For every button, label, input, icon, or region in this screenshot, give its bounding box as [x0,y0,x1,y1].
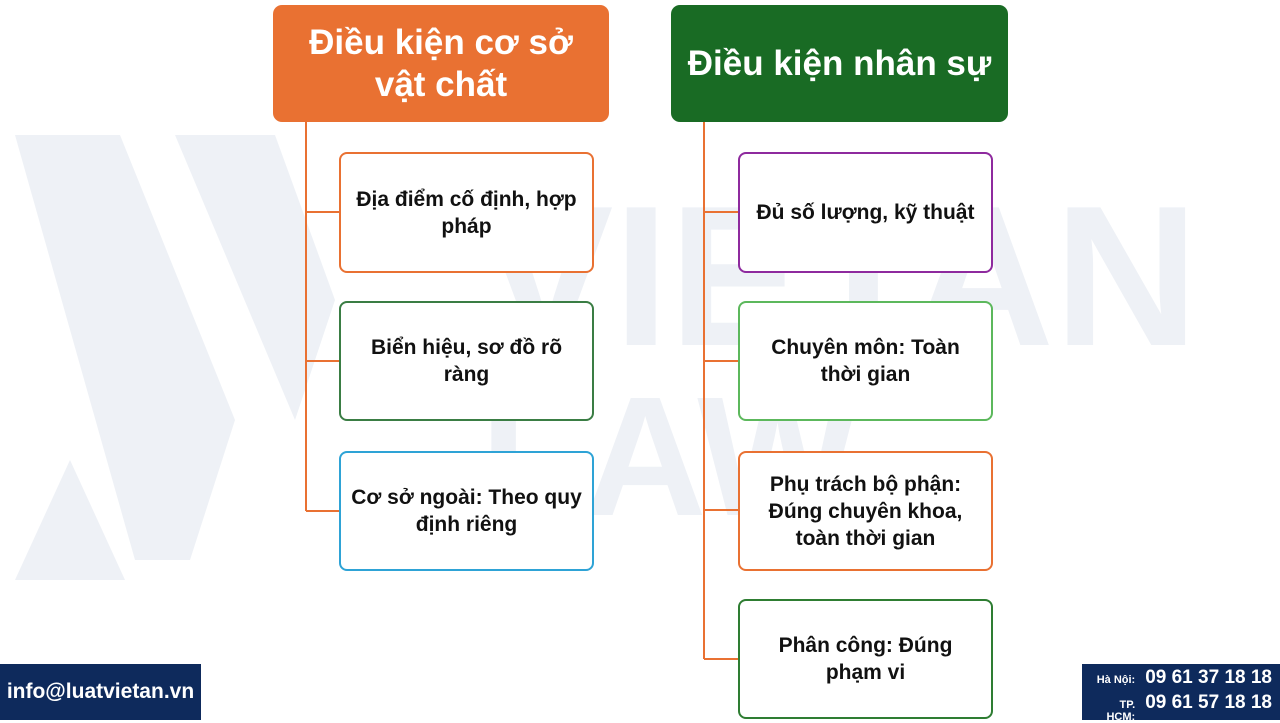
hotline-hcm-label: TP. HCM: [1106,699,1136,723]
node-professional-fulltime: Chuyên môn: Toàn thời gian [738,301,993,421]
node-assignment-scope: Phân công: Đúng phạm vi [738,599,993,719]
hotline-hanoi-number[interactable]: 09 61 37 18 18 [1145,667,1272,688]
hotline-hcm-number[interactable]: 09 61 57 18 18 [1145,692,1272,713]
footer-email-text[interactable]: info@luatvietan.vn [6,680,195,703]
header-facility-conditions: Điều kiện cơ sở vật chất [273,5,609,122]
node-signage-label: Biển hiệu, sơ đồ rõ ràng [370,336,563,386]
header-facility-conditions-label: Điều kiện cơ sở vật chất [309,22,573,104]
header-personnel-conditions: Điều kiện nhân sự [671,5,1008,122]
footer-hotline: Hà Nội: 09 61 37 18 18 TP. HCM: 09 61 57… [1082,664,1280,723]
node-assignment-scope-label: Phân công: Đúng phạm vi [778,634,953,684]
hotline-hanoi-label: Hà Nội: [1096,674,1136,686]
node-department-head: Phụ trách bộ phận: Đúng chuyên khoa, toà… [738,451,993,571]
hotline-hanoi[interactable]: Hà Nội: 09 61 37 18 18 [1088,667,1272,692]
hotline-hcm[interactable]: TP. HCM: 09 61 57 18 18 [1088,692,1272,723]
node-staff-quantity-label: Đủ số lượng, kỹ thuật [756,201,975,224]
node-external-facility: Cơ sở ngoài: Theo quy định riêng [339,451,594,571]
footer-email[interactable]: info@luatvietan.vn [0,664,201,720]
header-personnel-conditions-label: Điều kiện nhân sự [687,43,992,83]
node-staff-quantity: Đủ số lượng, kỹ thuật [738,152,993,273]
node-signage: Biển hiệu, sơ đồ rõ ràng [339,301,594,421]
node-department-head-label: Phụ trách bộ phận: Đúng chuyên khoa, toà… [768,472,963,550]
node-fixed-location: Địa điểm cố định, hợp pháp [339,152,594,273]
watermark-logo-icon [15,135,335,580]
node-professional-fulltime-label: Chuyên môn: Toàn thời gian [771,336,960,386]
node-fixed-location-label: Địa điểm cố định, hợp pháp [356,187,577,238]
node-external-facility-label: Cơ sở ngoài: Theo quy định riêng [351,486,582,536]
